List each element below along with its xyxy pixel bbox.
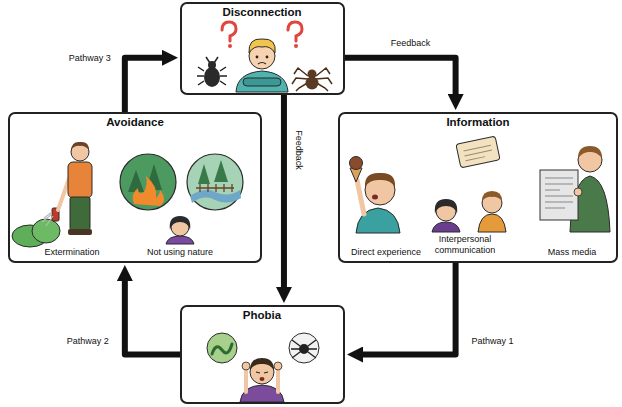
panel-caption: Not using nature	[147, 247, 213, 258]
hair	[578, 146, 602, 158]
spider	[292, 68, 332, 91]
disconnection-box: Disconnection	[180, 2, 345, 95]
panel-caption: Extermination	[44, 247, 99, 258]
beetle-body	[204, 67, 220, 87]
spider-body	[299, 344, 309, 354]
box-heading: Avoidance	[106, 116, 164, 129]
extermination-scene	[12, 142, 92, 247]
spray-mist	[42, 212, 53, 226]
information-box: InformationDirect experience Interpersona…	[338, 112, 618, 263]
shirt	[432, 222, 460, 232]
trousers	[70, 197, 90, 230]
box-heading: Disconnection	[222, 6, 301, 19]
note	[456, 136, 500, 168]
question-dot	[294, 44, 298, 48]
question-dot	[228, 44, 232, 48]
hair	[435, 199, 458, 214]
boots	[68, 229, 92, 235]
spider-thought	[289, 333, 319, 363]
shirt	[478, 214, 506, 232]
eye	[256, 56, 259, 59]
beetle-head	[208, 61, 216, 69]
crossed-arms	[243, 78, 281, 86]
panel-caption: Mass media	[548, 247, 597, 258]
question-mark	[288, 22, 302, 41]
cone	[350, 168, 362, 182]
connector-label: Pathway 2	[65, 335, 111, 346]
shirt	[68, 162, 92, 198]
note-bubble	[456, 136, 500, 168]
fire	[133, 176, 164, 206]
forest-circle	[120, 154, 176, 210]
shirt	[166, 236, 194, 244]
mass-media-figure	[540, 146, 610, 232]
question-mark	[222, 22, 236, 41]
panel-caption: Direct experience	[351, 247, 421, 258]
bush	[32, 219, 60, 243]
eye	[266, 56, 269, 59]
hand	[242, 362, 250, 370]
newspaper	[540, 170, 578, 220]
mouth	[258, 63, 266, 65]
question-marks	[222, 22, 302, 48]
snake	[212, 344, 232, 354]
interpersonal-figures	[432, 136, 506, 232]
nature-circles	[120, 154, 243, 210]
spider-legs	[291, 340, 317, 358]
snake-thought	[207, 333, 237, 363]
arrow-connector	[281, 95, 287, 289]
shirt	[236, 71, 288, 92]
trees	[198, 160, 228, 184]
confused-person	[236, 39, 288, 92]
box-heading: Information	[446, 116, 509, 129]
hair	[482, 191, 502, 201]
newspaper-lines	[545, 178, 573, 208]
connector-label: Pathway 3	[67, 52, 113, 63]
arrow-connector	[125, 279, 180, 354]
panel-caption: Interpersonal communication	[425, 234, 505, 256]
avoidance-box: AvoidanceExtermination Not using nature	[8, 112, 262, 263]
mouth	[372, 195, 378, 200]
hand	[574, 188, 582, 196]
hand	[274, 362, 282, 370]
arrow-connector	[125, 58, 164, 112]
hair	[250, 358, 274, 370]
eyes	[256, 372, 268, 373]
connector-label: Feedback	[292, 128, 303, 172]
hair	[71, 142, 89, 150]
direct-experience-figure	[350, 157, 401, 234]
spider-abdomen	[306, 77, 319, 90]
arrow-connector	[345, 58, 456, 96]
indoor-person	[166, 216, 194, 244]
beetle	[197, 57, 227, 87]
phobia-box: Phobia	[180, 305, 345, 404]
spider-legs	[292, 68, 332, 91]
mouth	[260, 377, 265, 381]
trees	[128, 164, 162, 192]
arrow-connector	[361, 263, 455, 355]
scoop	[350, 157, 363, 170]
connector-label: Feedback	[389, 37, 433, 48]
hair	[249, 39, 275, 53]
frightened-person	[207, 333, 319, 402]
fence	[196, 184, 234, 192]
connector-label: Pathway 1	[470, 335, 516, 346]
river-circle	[187, 154, 243, 210]
hair	[170, 216, 191, 230]
arm	[357, 180, 364, 214]
box-heading: Phobia	[243, 309, 281, 322]
hair	[365, 173, 395, 187]
note-lines	[463, 145, 492, 161]
